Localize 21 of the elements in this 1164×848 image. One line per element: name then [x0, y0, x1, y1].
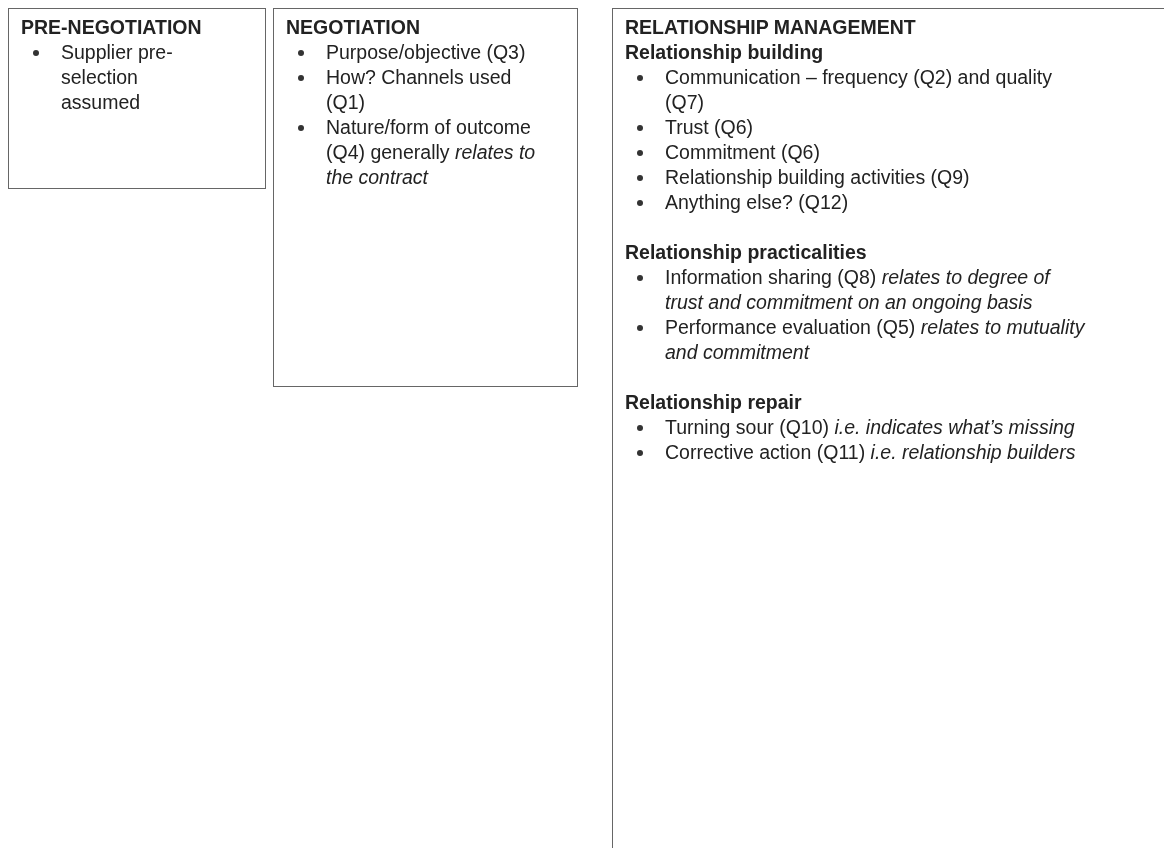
subsection-heading: Relationship repair [625, 390, 803, 415]
section-heading: NEGOTIATION [286, 15, 421, 40]
bullet-text: Relationship building activities (Q9) [665, 166, 970, 188]
bullet-text: Nature/form of outcome (Q4) generally relates to the contract [326, 116, 536, 188]
stage-box [273, 8, 578, 387]
stage-box [612, 8, 1164, 848]
bullet-text: Turning sour (Q10) i.e. indicates what’s missing [665, 416, 1075, 438]
bullet-text: Performance evaluation (Q5) relates to mutuality and commitment [665, 316, 1085, 363]
bullet-text: How? Channels used (Q1) [326, 66, 512, 113]
bullet-text: Commitment (Q6) [665, 141, 820, 163]
section-heading: RELATIONSHIP MANAGEMENT [625, 15, 917, 40]
section-heading: PRE-NEGOTIATION [21, 15, 203, 40]
subsection-heading: Relationship building [625, 40, 825, 65]
bullet-text: Trust (Q6) [665, 116, 754, 138]
bullet-text: Purpose/objective (Q3) [326, 41, 526, 63]
bullet-text: Communication – frequency (Q2) and quality (Q7) [665, 66, 1052, 113]
bullet-text: Supplier pre-selection assumed [61, 41, 173, 113]
bullet-text: Corrective action (Q11) i.e. relationship builders [665, 441, 1076, 463]
bullet-text: Anything else? (Q12) [665, 191, 849, 213]
subsection-heading: Relationship practicalities [625, 240, 868, 265]
stage-box [8, 8, 266, 189]
